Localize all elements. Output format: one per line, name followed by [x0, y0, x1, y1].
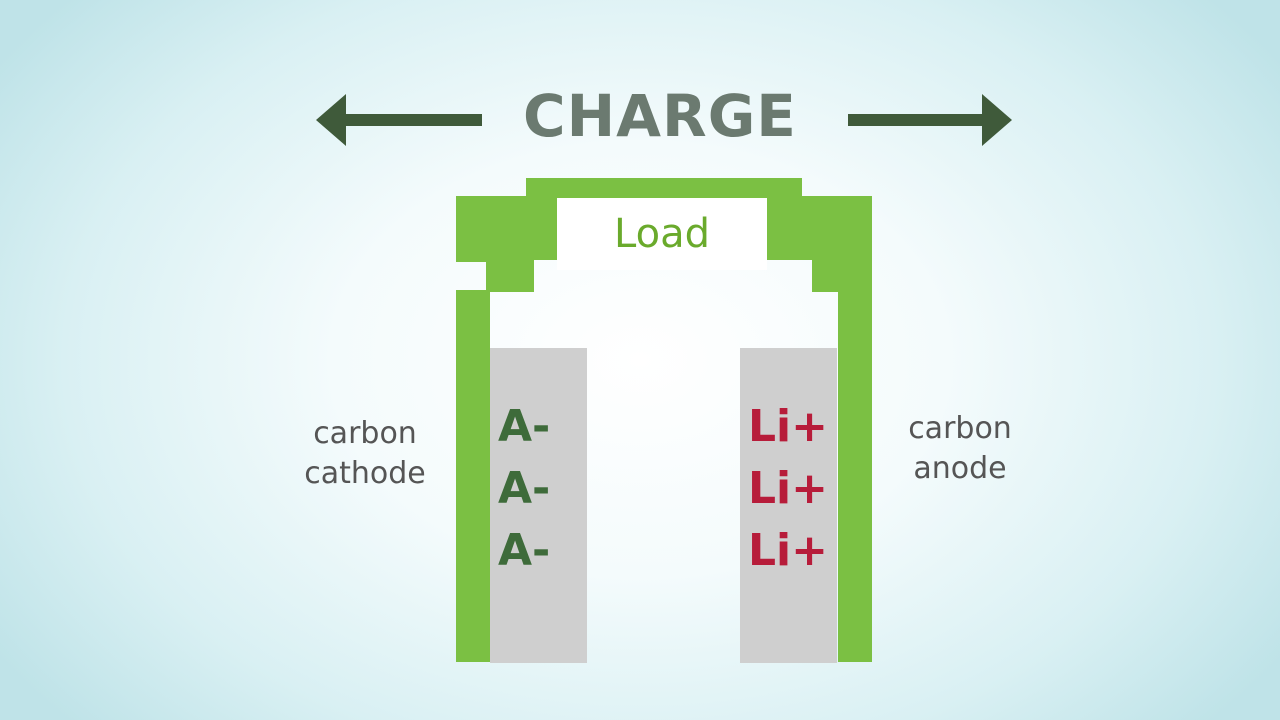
cathode-electrode: A- A- A- [490, 348, 587, 663]
circuit-wire [456, 178, 872, 662]
positive-ion: Li+ [748, 401, 828, 452]
cathode-label: carbon cathode [290, 414, 440, 494]
anode-electrode: Li+ Li+ Li+ [740, 348, 837, 663]
positive-ion: Li+ [748, 463, 828, 514]
negative-ion: A- [498, 525, 551, 576]
negative-ion: A- [498, 401, 551, 452]
arrow-right-icon [848, 94, 1012, 146]
anode-label-line2: anode [913, 451, 1007, 486]
cathode-label-line1: carbon [313, 416, 417, 451]
negative-ion: A- [498, 463, 551, 514]
cathode-label-line2: cathode [304, 456, 426, 491]
anode-label-line1: carbon [908, 411, 1012, 446]
load-box: Load [557, 198, 767, 270]
arrow-left-icon [316, 94, 482, 146]
positive-ion: Li+ [748, 525, 828, 576]
load-label: Load [614, 211, 710, 257]
anode-label: carbon anode [885, 409, 1035, 489]
diagram-title: CHARGE [523, 82, 797, 150]
